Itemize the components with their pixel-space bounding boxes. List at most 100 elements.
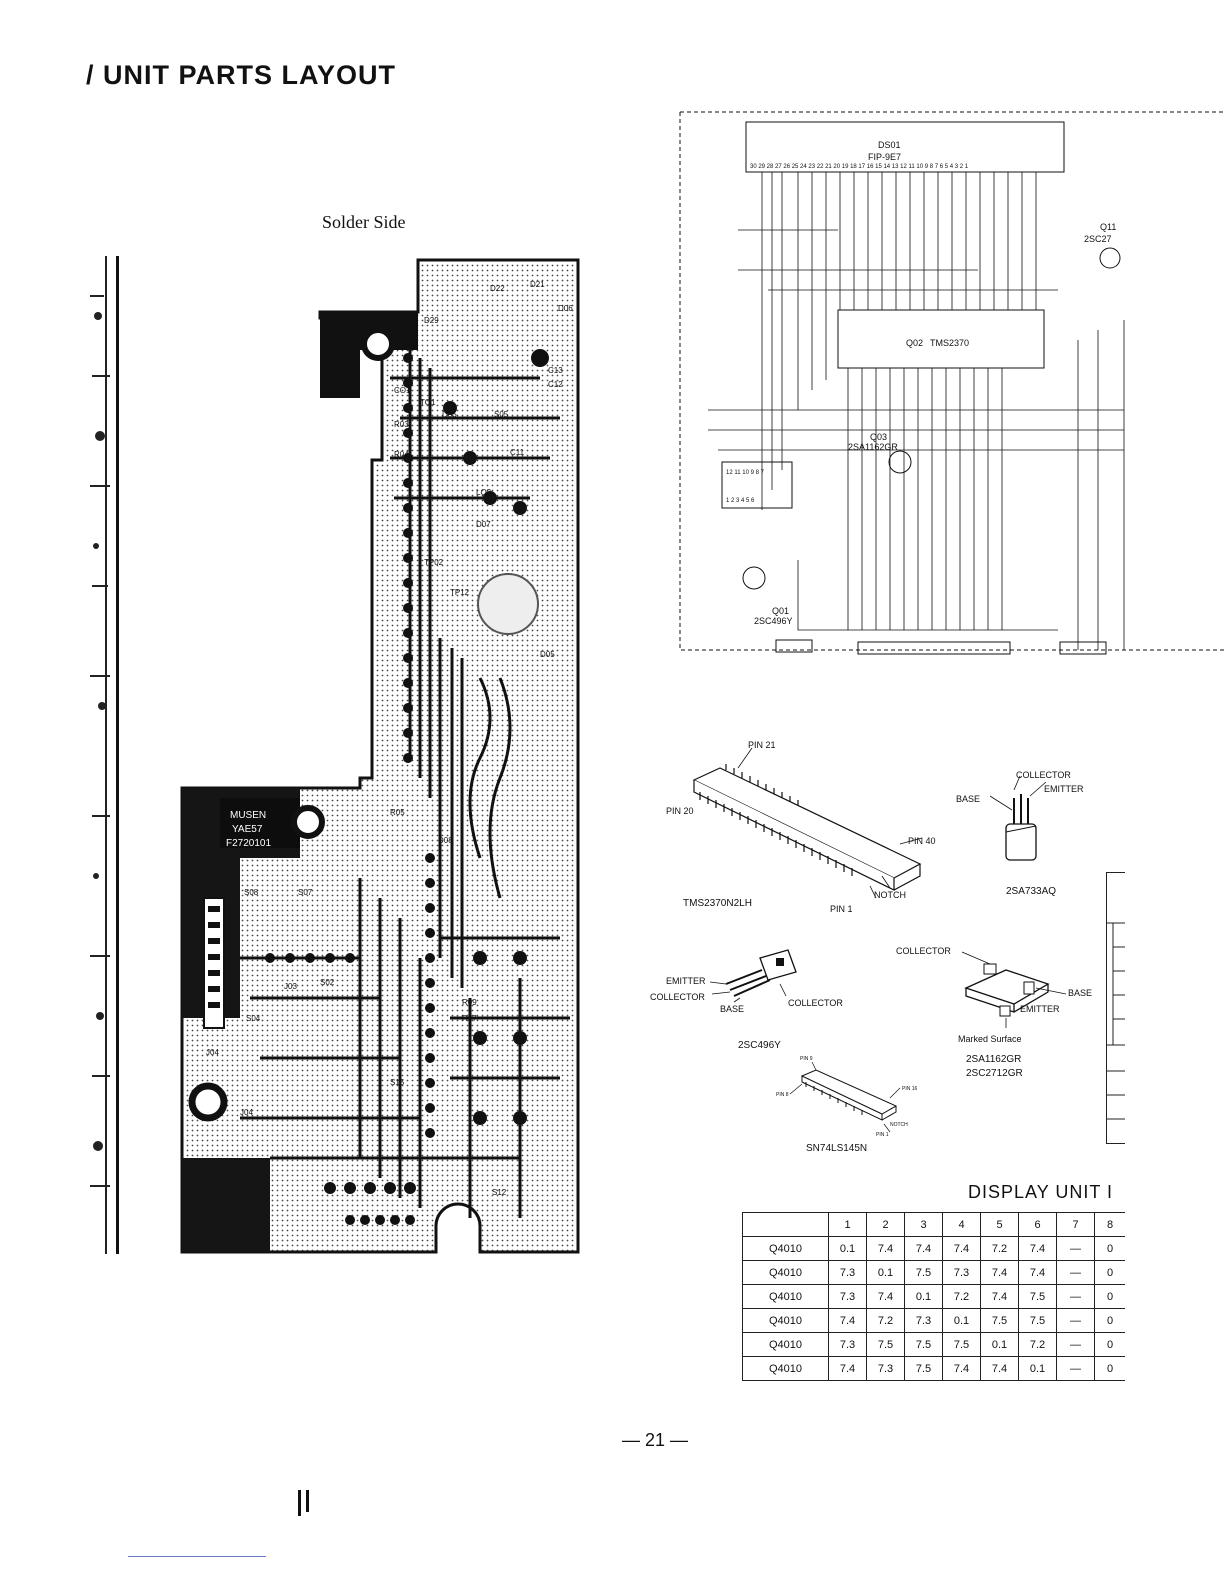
table-cell: Q4010	[742, 1332, 829, 1357]
table-cell: 7.2	[980, 1236, 1019, 1261]
table-cell: —	[1056, 1260, 1095, 1285]
svg-text:30 29 28 27 26 25 24 23 22 21: 30 29 28 27 26 25 24 23 22 21 20 19 18 1…	[750, 164, 969, 170]
table-cell: Q4010	[742, 1260, 829, 1285]
t2-base-label: BASE	[720, 1004, 745, 1014]
transistor-2sa733aq-art	[989, 775, 1047, 861]
t3-name-1: 2SA1162GR	[966, 1054, 1022, 1065]
table-cell: 7.4	[1018, 1260, 1057, 1285]
pcb-label: D05	[540, 650, 555, 659]
schematic-label: Q02	[906, 338, 924, 348]
pcb-label: TP02	[424, 558, 444, 567]
pcb-label: J04	[206, 1048, 219, 1057]
table-cell: 7.5	[980, 1308, 1019, 1333]
table-cell: 7.4	[866, 1284, 905, 1309]
pcb-label: D05	[442, 410, 457, 419]
ic2-pin16-label: PIN 16	[902, 1086, 918, 1092]
t1-base-label: BASE	[956, 794, 981, 804]
t2-emitter-label: EMITTER	[666, 976, 706, 986]
display-unit-table: 1 2 3 4 5 6 7 8 Q4010 0.1 7.4 7.4 7.4 7.…	[742, 1212, 1125, 1381]
adjacent-board-art	[86, 256, 116, 1254]
table-row: Q4010 7.3 7.5 7.5 7.5 0.1 7.2 — 0	[742, 1332, 1125, 1357]
pcb-label: D29	[424, 316, 439, 325]
schematic-label: DS01	[878, 140, 901, 150]
table-cell: 0.1	[866, 1260, 905, 1285]
t1-collector-label: COLLECTOR	[1016, 770, 1071, 780]
scan-mark	[306, 1490, 309, 1512]
schematic-label: FIP-9E7	[868, 152, 902, 162]
ic1-name: TMS2370N2LH	[683, 898, 752, 909]
ic2-pin1-label: PIN 1	[876, 1132, 889, 1138]
pcb-label: F2720101	[226, 838, 272, 849]
table-cell: 7.4	[980, 1356, 1019, 1381]
transistor-2sa1162gr-art	[961, 951, 1067, 1028]
table-cell: 0	[1094, 1236, 1125, 1261]
ic1-pin1-label: PIN 1	[830, 904, 853, 914]
table-cell: —	[1056, 1284, 1095, 1309]
schematic-label: Q03	[870, 432, 888, 442]
ic-tms2370-art	[692, 747, 923, 899]
table-cell: 7.3	[828, 1332, 867, 1357]
table-header-cell: 7	[1056, 1212, 1095, 1237]
pcb-label: S07	[298, 888, 313, 897]
scan-mark	[298, 1490, 301, 1516]
table-cell: 7.4	[828, 1308, 867, 1333]
table-header-cell: 3	[904, 1212, 943, 1237]
display-unit-title: DISPLAY UNIT I	[968, 1182, 1114, 1202]
table-cell: 7.5	[1018, 1284, 1057, 1309]
ic-sn74ls145n-art	[789, 1061, 901, 1133]
table-cell: 7.5	[904, 1332, 943, 1357]
pcb-label: S12	[492, 1188, 507, 1197]
pcb-label: C13	[548, 366, 563, 375]
table-row: Q4010 7.3 7.4 0.1 7.2 7.4 7.5 — 0	[742, 1284, 1125, 1309]
schematic-diagram: 30 29 28 27 26 25 24 23 22 21 20 19 18 1…	[678, 110, 1224, 655]
pcb-label: D08	[438, 836, 453, 845]
table-header-cell	[742, 1212, 829, 1237]
table-cell: —	[1056, 1308, 1095, 1333]
pcb-label: D21	[530, 280, 545, 289]
table-cell: 7.5	[866, 1332, 905, 1357]
transistor-2sc496y-drawing: EMITTER COLLECTOR BASE COLLECTOR	[650, 944, 870, 1024]
table-header-cell: 1	[828, 1212, 867, 1237]
pcb-label: YAE57	[232, 824, 263, 835]
page-title: / UNIT PARTS LAYOUT	[86, 60, 397, 90]
table-cell: 0.1	[828, 1236, 867, 1261]
table-cell: 7.2	[942, 1284, 981, 1309]
schematic-artwork: 30 29 28 27 26 25 24 23 22 21 20 19 18 1…	[679, 111, 1224, 655]
pcb-label: S15	[390, 1078, 405, 1087]
t1-name: 2SA733AQ	[1006, 886, 1057, 897]
table-cell: 7.5	[942, 1332, 981, 1357]
pcb-label: S04	[246, 1014, 261, 1023]
t3-collector-label: COLLECTOR	[896, 946, 951, 956]
pcb-label: TP12	[450, 588, 470, 597]
table-cell: 7.3	[904, 1308, 943, 1333]
pcb-label: C11	[510, 448, 525, 457]
t3-emitter-label: EMITTER	[1020, 1004, 1060, 1014]
table-cell: 7.4	[942, 1236, 981, 1261]
table-cell: 0.1	[942, 1308, 981, 1333]
table-cell: 7.4	[980, 1260, 1019, 1285]
pcb-label: TO1	[420, 398, 436, 407]
table-header-cell: 6	[1018, 1212, 1057, 1237]
table-cell: 7.5	[904, 1260, 943, 1285]
t2-collector-label: COLLECTOR	[788, 998, 843, 1008]
solder-side-label: Solder Side	[322, 212, 406, 232]
pcb-label: S02	[320, 978, 335, 987]
table-cell: 0.1	[904, 1284, 943, 1309]
pcb-label: R05	[390, 808, 405, 817]
ic1-pin21-label: PIN 21	[748, 740, 776, 750]
pcb-label: J04	[240, 1108, 253, 1117]
table-row: Q4010 0.1 7.4 7.4 7.4 7.2 7.4 — 0	[742, 1236, 1125, 1261]
ic2-name: SN74LS145N	[806, 1143, 868, 1154]
t2-collector-left-label: COLLECTOR	[650, 992, 705, 1002]
cropped-table-lines	[1107, 922, 1125, 1120]
pcb-label: S05	[494, 410, 509, 419]
table-cell: 7.3	[828, 1284, 867, 1309]
schematic-label: Q11	[1100, 222, 1117, 232]
pcb-label: CO1	[394, 386, 411, 395]
table-cell: 7.3	[942, 1260, 981, 1285]
table-cell: 7.3	[828, 1260, 867, 1285]
ic2-pin9-label: PIN 9	[800, 1056, 813, 1062]
t3-name-2: 2SC2712GR	[966, 1068, 1023, 1079]
transistor-2sa733aq-drawing: COLLECTOR EMITTER BASE	[950, 766, 1110, 886]
pcb-artwork	[180, 258, 580, 1254]
